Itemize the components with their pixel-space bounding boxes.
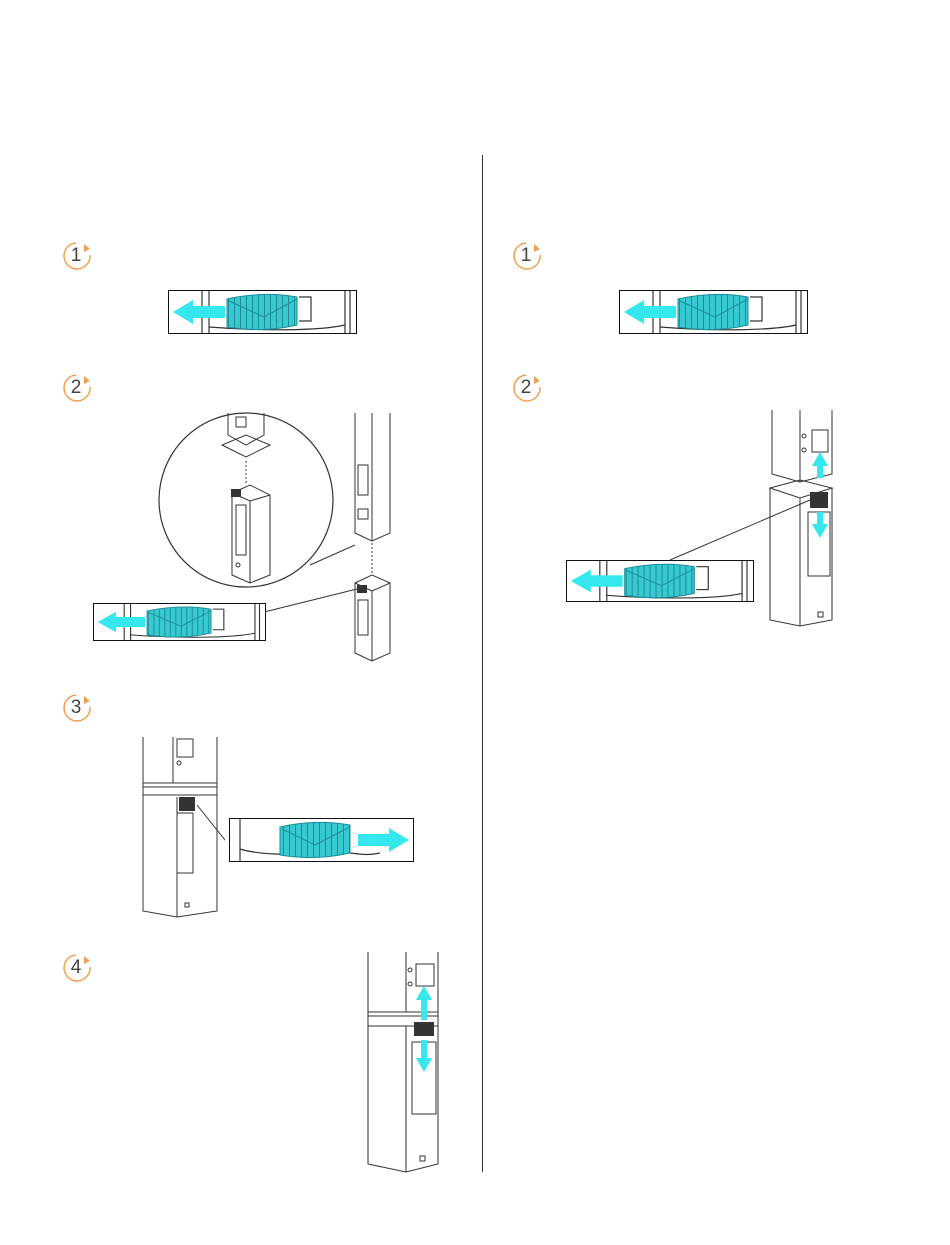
step-number: 3 [62,693,90,723]
step-1-badge: 1 [62,241,94,273]
step-number: 4 [62,953,90,983]
step-4-badge: 4 [62,953,94,985]
step-1-badge-right: 1 [512,241,544,273]
column-divider [482,155,483,1172]
step-number: 2 [62,373,90,403]
step-3-badge: 3 [62,693,94,725]
step-2-badge-right: 2 [512,373,544,405]
step-number: 1 [512,241,540,271]
latch-detail-slide-left-right-col-2 [566,560,754,602]
step-2-badge: 2 [62,373,94,405]
arrow-left-icon [620,291,807,333]
joined-modules-illustration [135,735,225,925]
arrow-right-icon [230,819,413,861]
modules-up-down-illustration [362,950,446,1176]
arrow-left-icon [169,291,356,333]
step-number: 2 [512,373,540,403]
arrow-left-icon [567,561,753,601]
arrow-left-icon [94,604,265,640]
step-number: 1 [62,241,90,271]
latch-detail-slide-left-2 [93,603,266,641]
latch-detail-slide-left [168,290,357,334]
latch-detail-slide-right [229,818,414,862]
latch-detail-slide-left-right-col [619,290,808,334]
